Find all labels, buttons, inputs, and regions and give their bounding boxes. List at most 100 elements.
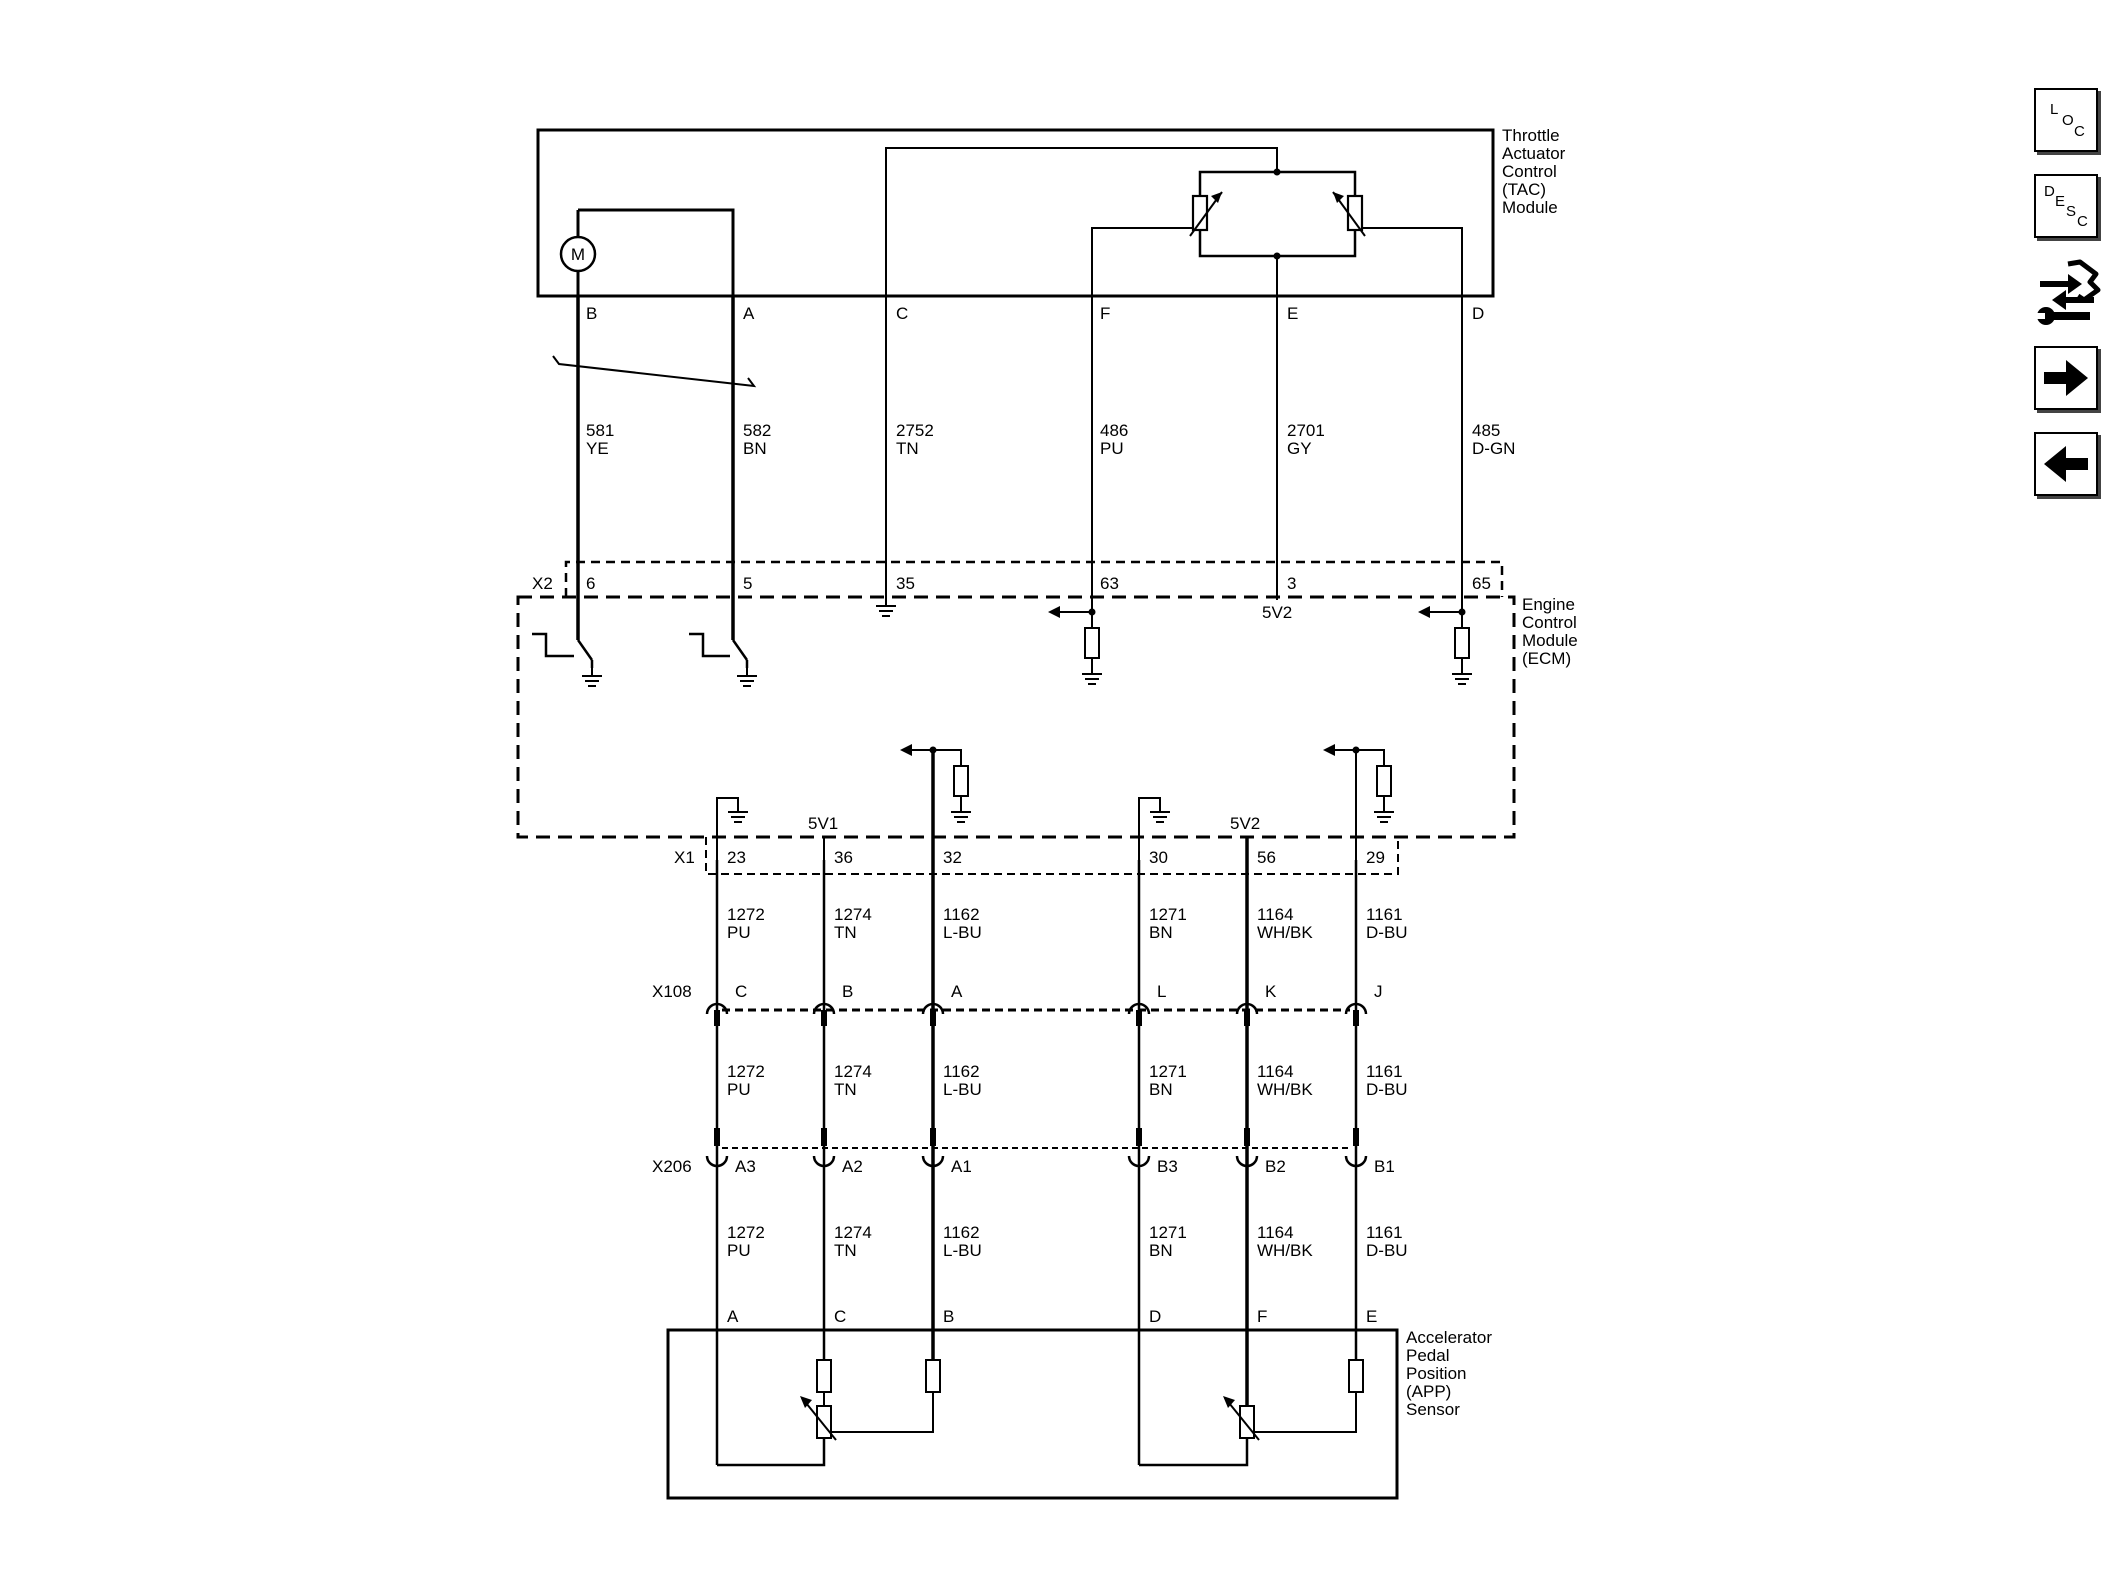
wire-color: TN <box>834 1241 857 1260</box>
app-sensor-1 <box>715 1330 941 1467</box>
diagnostic-tool-button[interactable] <box>2034 256 2102 332</box>
wire-color: PU <box>727 923 751 942</box>
x206-connector: X206 A3 A2 A1 B3 B2 B1 <box>652 1128 1395 1176</box>
app-signal-29 <box>1323 744 1394 860</box>
x206-label: X206 <box>652 1157 692 1176</box>
desc-letter: D <box>2044 183 2055 200</box>
app-pin: B <box>943 1307 954 1326</box>
wire-color: BN <box>743 439 767 458</box>
wire-color: WH/BK <box>1257 1080 1313 1099</box>
tac-module-label: Throttle Actuator Control (TAC) Module <box>1502 126 1566 217</box>
wire-color: BN <box>1149 1241 1173 1260</box>
loc-letter: L <box>2050 101 2058 118</box>
wire-color: YE <box>586 439 609 458</box>
desc-letter: S <box>2066 203 2076 220</box>
wire-circuit: 1161 <box>1366 1223 1403 1242</box>
tac-module-box <box>536 128 1495 298</box>
wire-circuit: 1274 <box>834 905 872 924</box>
wire-circuit: 1164 <box>1257 1062 1294 1081</box>
throttle-position-sensors <box>885 147 1463 296</box>
wire-color: L-BU <box>943 1241 982 1260</box>
wire-color: BN <box>1149 1080 1173 1099</box>
wire-circuit: 1162 <box>943 1223 980 1242</box>
wire-circuit: 1272 <box>727 1223 765 1242</box>
wire-color: D-BU <box>1366 923 1408 942</box>
x1-pin: 32 <box>943 848 962 867</box>
x206-pin: B1 <box>1374 1157 1395 1176</box>
wire-circuit: 1164 <box>1257 1223 1294 1242</box>
x2-label: X2 <box>532 574 553 593</box>
wire-circuit: 1164 <box>1257 905 1294 924</box>
tac-label-line: Module <box>1502 198 1558 217</box>
x108-x206-wire-labels: 1272 PU 1274 TN 1162 L-BU 1271 BN 1164 W… <box>727 1062 1408 1099</box>
tac-pin-labels: B A C F E D <box>586 304 1484 323</box>
x1-label: X1 <box>674 848 695 867</box>
app-sensor-label: Accelerator Pedal Position (APP) Sensor <box>1406 1328 1492 1419</box>
wire-circuit: 486 <box>1100 421 1128 440</box>
wire-color: PU <box>1100 439 1124 458</box>
ecm-ref-5v2-upper: 5V2 <box>1262 603 1292 622</box>
x206-pin: B2 <box>1265 1157 1286 1176</box>
tps-signal-63 <box>1048 606 1102 685</box>
wire-color: GY <box>1287 439 1312 458</box>
tac-wire-labels: 581 YE 582 BN 2752 TN 486 PU 2701 GY 485… <box>586 421 1515 458</box>
wire-color: TN <box>896 439 919 458</box>
ecm-label-line: Control <box>1522 613 1577 632</box>
ground-pin-35 <box>876 605 896 617</box>
app-label-line: Accelerator <box>1406 1328 1492 1347</box>
wire-color: D-GN <box>1472 439 1515 458</box>
desc-letter: E <box>2055 193 2065 210</box>
arrow-right-icon <box>2044 360 2088 396</box>
x1-pin: 30 <box>1149 848 1168 867</box>
x206-app-wire-labels: 1272 PU 1274 TN 1162 L-BU 1271 BN 1164 W… <box>727 1223 1408 1260</box>
wire-color: BN <box>1149 923 1173 942</box>
x206-pin: A3 <box>735 1157 756 1176</box>
wire-circuit: 581 <box>586 421 614 440</box>
motor-symbol <box>559 235 597 273</box>
x2-pin: 35 <box>896 574 915 593</box>
wire-circuit: 2701 <box>1287 421 1325 440</box>
tac-pin: F <box>1100 304 1110 323</box>
x108-pin: K <box>1265 982 1277 1001</box>
wire-color: TN <box>834 1080 857 1099</box>
tac-pin: D <box>1472 304 1484 323</box>
loc-letter: O <box>2062 112 2074 129</box>
location-button[interactable]: L O C <box>2034 88 2098 152</box>
ecm-module-box <box>516 595 1516 839</box>
x206-pin: A1 <box>951 1157 972 1176</box>
ecm-label-line: Engine <box>1522 595 1575 614</box>
x108-label: X108 <box>652 982 692 1001</box>
tac-label-line: Actuator <box>1502 144 1566 163</box>
next-page-button[interactable] <box>2034 346 2098 410</box>
wire-circuit: 1272 <box>727 1062 765 1081</box>
tac-label-line: (TAC) <box>1502 180 1546 199</box>
app-sensor-box <box>666 1328 1399 1500</box>
app-ground-23 <box>716 797 748 860</box>
app-pin: F <box>1257 1307 1267 1326</box>
x206-pin: A2 <box>842 1157 863 1176</box>
previous-page-button[interactable] <box>2034 432 2098 496</box>
wrench-connector-icon <box>2036 259 2101 325</box>
x1-pin: 23 <box>727 848 746 867</box>
tps-signal-65 <box>1418 606 1472 685</box>
tac-pin: A <box>743 304 755 323</box>
wire-circuit: 1161 <box>1366 1062 1403 1081</box>
wire-color: TN <box>834 923 857 942</box>
ecm-label-line: Module <box>1522 631 1578 650</box>
wire-color: PU <box>727 1080 751 1099</box>
tac-pin: B <box>586 304 597 323</box>
app-pin: E <box>1366 1307 1377 1326</box>
x2-pin: 65 <box>1472 574 1491 593</box>
description-button[interactable]: D E S C <box>2034 174 2098 238</box>
wire-circuit: 1162 <box>943 1062 980 1081</box>
arrow-left-icon <box>2044 446 2088 482</box>
tac-ecm-wires <box>552 296 1463 640</box>
wire-circuit: 1274 <box>834 1062 872 1081</box>
app-pin: D <box>1149 1307 1161 1326</box>
x1-pin: 56 <box>1257 848 1276 867</box>
tac-pin: E <box>1287 304 1298 323</box>
app-label-line: Sensor <box>1406 1400 1460 1419</box>
description-icon: D E S C <box>2044 183 2088 230</box>
wire-circuit: 1162 <box>943 905 980 924</box>
